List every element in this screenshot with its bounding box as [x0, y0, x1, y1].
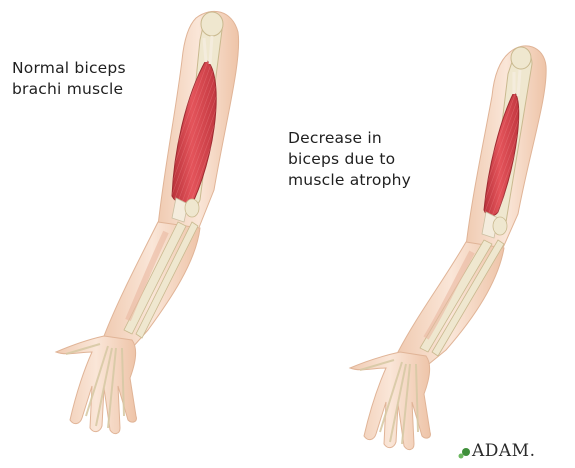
atrophy-biceps-label: Decrease in biceps due to muscle atrophy	[288, 128, 411, 191]
atrophy-arm	[350, 46, 546, 450]
adam-logo-text: ADAM.	[472, 441, 536, 461]
normal-biceps-label: Normal biceps brachi muscle	[12, 58, 126, 100]
adam-logo-mark	[459, 448, 471, 459]
